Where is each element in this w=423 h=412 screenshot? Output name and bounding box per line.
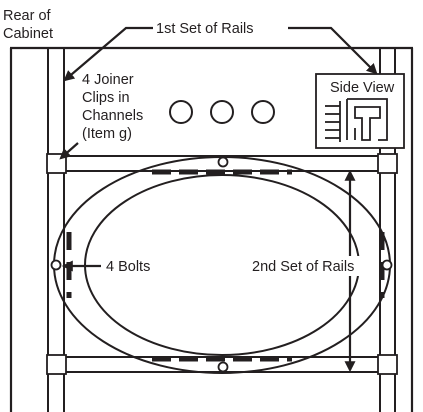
joiner-clips-line-1: 4 Joiner [82, 72, 134, 88]
side-view-label: Side View [330, 80, 395, 96]
joiner-clips [46, 153, 398, 375]
arrow-to-right-rail [288, 26, 378, 75]
hole-3 [251, 100, 275, 124]
joiner-clips-callout: 4 Joiner Clips in Channels (Item g) [59, 72, 143, 160]
joiner-clips-line-4: (Item g) [82, 126, 132, 142]
bolt-bottom [217, 361, 229, 373]
bolts-callout: 4 Bolts [61, 259, 150, 275]
bolt-left [50, 259, 62, 271]
joiner-clip-bottom-right [377, 354, 398, 375]
rear-of-cabinet-line-1: Rear of [3, 8, 52, 24]
rear-of-cabinet-line-2: Cabinet [3, 26, 53, 42]
joiner-clips-line-2: Clips in [82, 90, 130, 106]
hole-2 [210, 100, 234, 124]
second-set-of-rails-label: 2nd Set of Rails [252, 259, 354, 275]
bolt-right [381, 259, 393, 271]
second-set-of-rails-callout: 2nd Set of Rails [250, 169, 372, 373]
side-view-box [315, 73, 405, 149]
second-set-label-bg [250, 256, 372, 276]
rear-of-cabinet-label: Rear of Cabinet [3, 8, 53, 42]
side-view-detail-icon [325, 98, 388, 142]
first-set-of-rails-label: 1st Set of Rails [156, 21, 254, 37]
bolt-top [217, 156, 229, 168]
cabinet-frame [9, 46, 414, 412]
arrow-to-left-rail [63, 26, 153, 82]
side-view-inset: Side View [315, 73, 405, 149]
joiner-clip-top-right [377, 153, 398, 174]
bolts [50, 156, 393, 373]
first-set-of-rails-callout: 1st Set of Rails [63, 21, 378, 82]
bolts-label: 4 Bolts [106, 259, 150, 275]
arrow-to-joiner-clip [59, 142, 79, 160]
joiner-clips-line-3: Channels [82, 108, 143, 124]
cabinet-holes [169, 100, 275, 124]
hole-1 [169, 100, 193, 124]
joiner-clip-bottom-left [46, 354, 67, 375]
